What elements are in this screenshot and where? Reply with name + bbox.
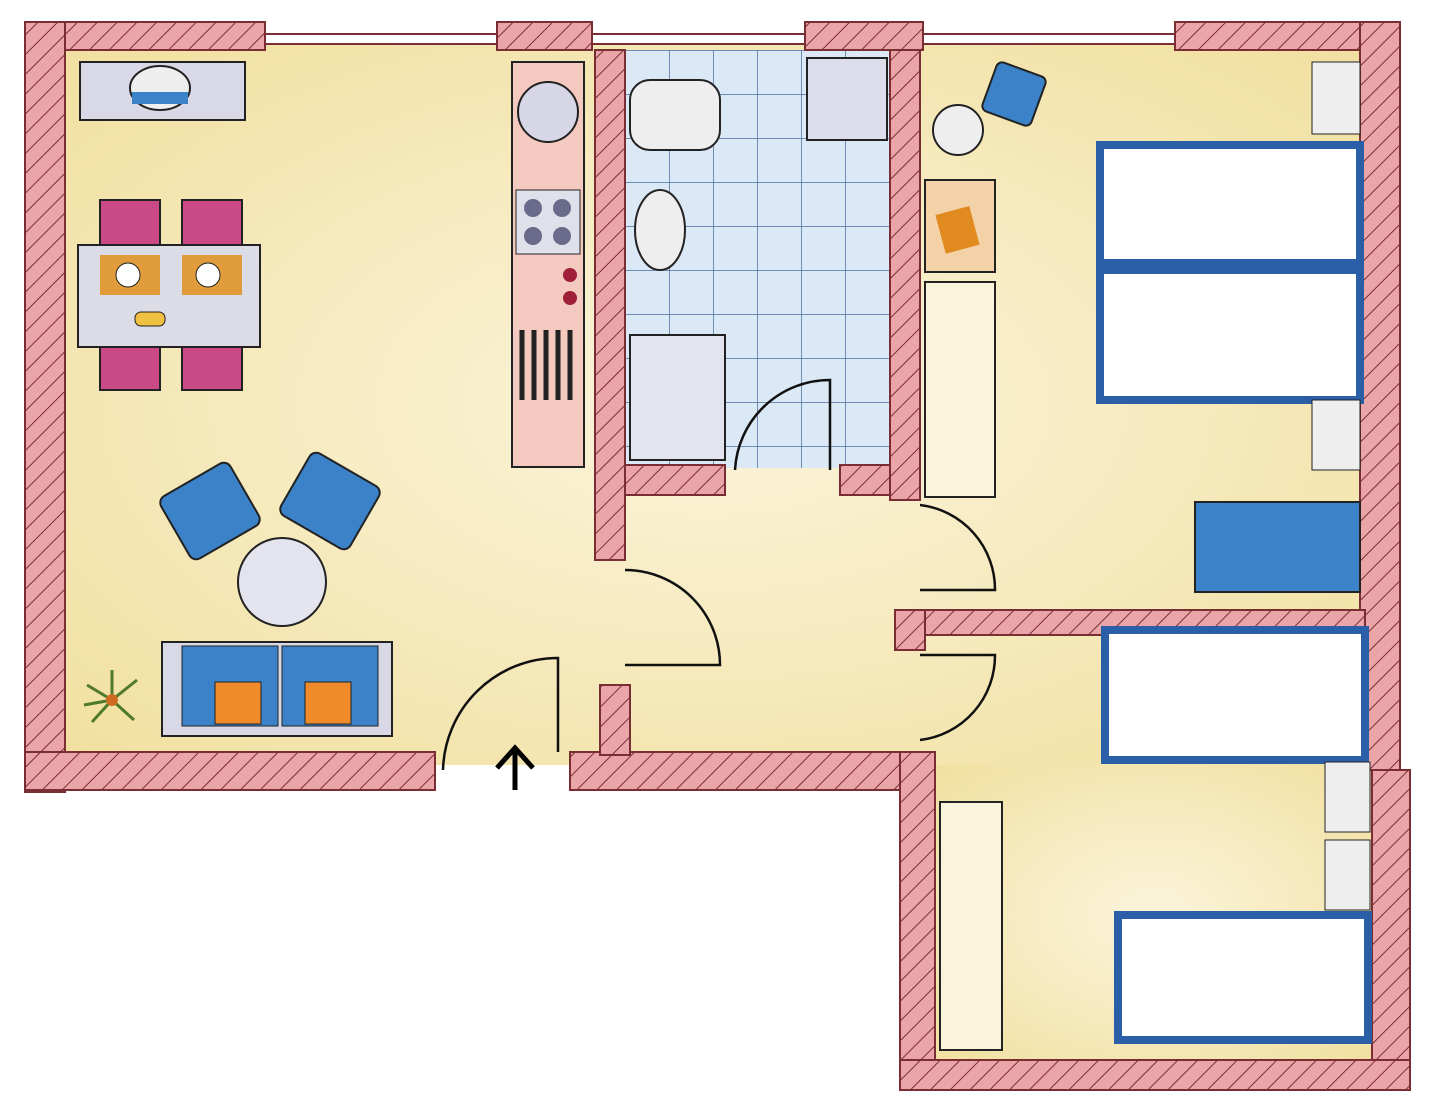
chair <box>181 199 243 251</box>
chair <box>99 339 161 391</box>
armchairs <box>159 451 381 627</box>
chair <box>99 199 161 251</box>
kitchenette <box>511 61 585 468</box>
armchair <box>159 461 261 561</box>
chair <box>181 339 243 391</box>
wall-top-mid <box>496 21 593 51</box>
toilet-icon <box>629 79 721 151</box>
doors[interactable] <box>441 378 997 771</box>
bedroom-lower <box>939 626 1372 1051</box>
chair <box>981 61 1047 127</box>
pillow <box>214 681 262 725</box>
bed <box>1101 626 1369 764</box>
wall-bottom-living <box>24 751 436 791</box>
wall-left <box>24 21 66 793</box>
washing-machine <box>806 57 888 141</box>
dining-table <box>77 199 261 391</box>
nightstand <box>1311 399 1361 471</box>
wall-right-lower <box>1371 769 1411 1091</box>
wall-bath-bottom-left <box>624 464 726 496</box>
pillow <box>304 681 352 725</box>
arrow-up-icon <box>495 744 535 790</box>
window <box>264 33 498 45</box>
wall-top-bath <box>804 21 924 51</box>
wall-left-lower <box>899 751 936 1091</box>
bathroom-door <box>733 378 832 471</box>
bathroom-fixtures <box>629 57 888 461</box>
side-table <box>932 104 984 156</box>
wardrobe <box>939 801 1003 1051</box>
bedroom-upper <box>924 61 1364 593</box>
wall-bath-bedroom <box>889 49 921 501</box>
stove-icon <box>515 189 581 255</box>
shower-tray <box>629 334 726 461</box>
windows <box>264 33 1176 45</box>
bedroom-lower-door <box>919 653 997 742</box>
bed <box>1096 266 1364 404</box>
bed <box>1096 141 1364 267</box>
window <box>591 33 806 45</box>
bed <box>1114 911 1372 1044</box>
nightstand <box>1324 761 1371 833</box>
wall-hall-stub <box>599 684 631 756</box>
sink-icon <box>517 81 579 143</box>
bedroom-upper-door <box>919 503 997 592</box>
wall-kitchen-bath <box>594 49 626 561</box>
kitchen-door <box>624 568 722 667</box>
nightstand <box>1324 839 1371 911</box>
window <box>922 33 1176 45</box>
armchair <box>279 451 381 551</box>
plant-icon <box>83 670 138 724</box>
entrance-door <box>441 656 560 771</box>
coffee-table <box>237 537 327 627</box>
wardrobe <box>924 281 996 498</box>
sofa <box>161 641 393 737</box>
wall-bottom-lower <box>899 1059 1411 1091</box>
washbasin-icon <box>634 189 686 271</box>
wall-bottom-hall <box>569 751 926 791</box>
nightstand <box>1311 61 1361 135</box>
rug <box>1194 501 1361 593</box>
sideboard <box>79 61 246 121</box>
